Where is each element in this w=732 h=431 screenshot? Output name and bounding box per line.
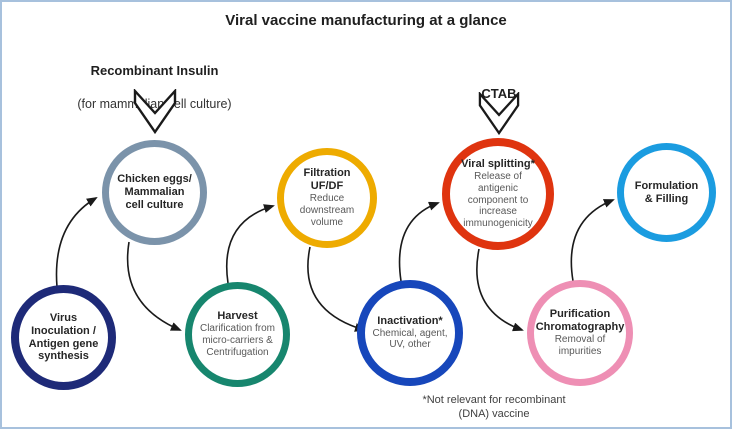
chevron-down-icon [133, 89, 177, 134]
node-formulation: Formulation & Filling [617, 143, 716, 242]
arrow-harvest-to-filtration [226, 204, 275, 284]
annotation-ctab-title: CTAB [481, 86, 517, 101]
arrow-purification-to-formulation [570, 199, 615, 282]
arrow-filtration-to-inactivation [307, 246, 366, 332]
footnote: *Not relevant for recombinant (DNA) vacc… [422, 394, 566, 421]
node-label: Harvest [217, 310, 258, 323]
node-harvest: Harvest Clarification from micro-carrier… [185, 282, 290, 387]
node-cell-culture: Chicken eggs/ Mammalian cell culture [102, 140, 207, 245]
node-label: Purification Chromatography [535, 308, 625, 334]
node-filtration: Filtration UF/DF Reduce downstream volum… [277, 148, 377, 248]
node-virus-inoculation: Virus Inoculation / Antigen gene synthes… [11, 285, 116, 390]
arrow-virus-to-culture [55, 196, 98, 288]
node-label: Inactivation* [377, 314, 443, 327]
arrow-inactivation-to-splitting [398, 201, 440, 282]
node-sublabel: Release of antigenic component to increa… [463, 170, 533, 230]
node-sublabel: Chemical, agent, UV, other [372, 327, 448, 351]
node-inactivation: Inactivation* Chemical, agent, UV, other [357, 280, 463, 386]
chevron-down-icon [478, 92, 520, 135]
node-sublabel: Removal of impurities [554, 334, 606, 357]
node-sublabel: Reduce downstream volume [299, 193, 355, 228]
annotation-ctab: CTAB [439, 68, 559, 120]
arrow-culture-to-harvest [126, 241, 182, 331]
node-label: Virus Inoculation / Antigen gene synthes… [28, 311, 99, 363]
diagram-title: Viral vaccine manufacturing at a glance [225, 12, 507, 29]
node-label: Filtration UF/DF [303, 167, 351, 193]
node-viral-splitting: Viral splitting* Release of antigenic co… [442, 138, 554, 250]
node-purification: Purification Chromatography Removal of i… [527, 280, 633, 386]
node-label: Viral splitting* [461, 158, 535, 171]
node-label: Chicken eggs/ Mammalian cell culture [117, 173, 192, 211]
node-label: Formulation & Filling [634, 179, 699, 205]
node-sublabel: Clarification from micro-carriers & Cent… [199, 323, 276, 358]
arrow-splitting-to-purification [476, 248, 524, 332]
annotation-recombinant-title: Recombinant Insulin [90, 63, 219, 78]
